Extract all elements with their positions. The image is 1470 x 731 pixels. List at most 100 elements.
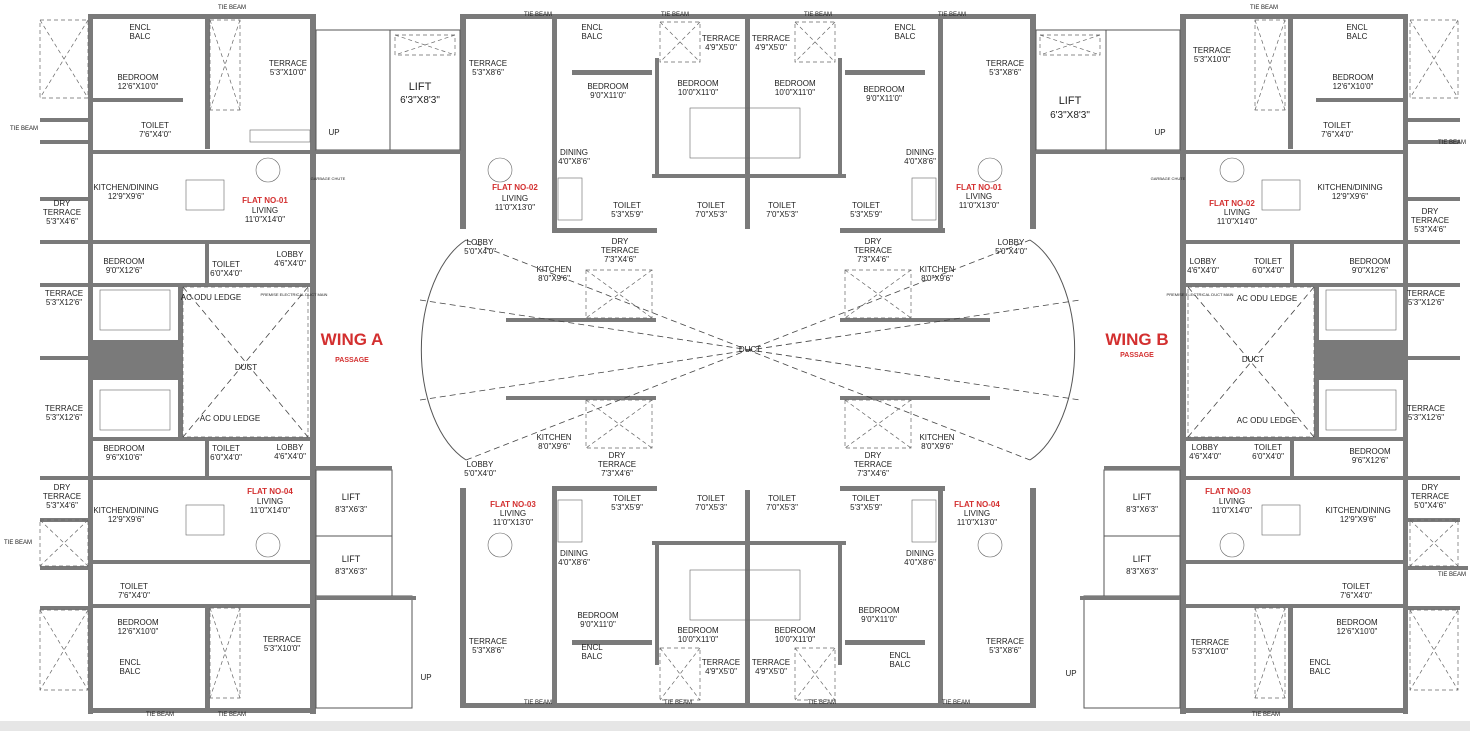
lift-b-label: LIFT [1059, 95, 1082, 107]
room-label-b-lobby2-1: 4'6"X4'0" [1189, 452, 1221, 461]
tie-beam-labels: TIE BEAM TIE BEAM TIE BEAM TIE BEAM TIE BEAM… [4, 5, 1466, 718]
room-label-b-living2-1: 11'0"X14'0" [1217, 217, 1257, 226]
tie-beam-label-12: TIE BEAM [524, 700, 552, 706]
room-label-c-toilet-d-1: 5'3"X5'9" [850, 210, 882, 219]
room-label-c-living4-0: LIVING [964, 509, 990, 518]
room-label-c-dry-d-2: 7'3"X4'6" [857, 469, 889, 478]
room-label-a-dry4-0: DRY [54, 483, 71, 492]
tie-beam-label-16: TIE BEAM [1252, 712, 1280, 718]
room-label-a-kd4-0: KITCHEN/DINING [93, 506, 158, 515]
up-a2: UP [420, 673, 431, 682]
room-label-a-flat1-0: FLAT NO-01 [242, 196, 288, 205]
room-label-b-bed4-1: 12'6"X10'0" [1337, 627, 1378, 636]
shaft-boxes [39, 19, 1459, 701]
room-label-c-terrace-bl-1: 5'3"X8'6" [472, 646, 504, 655]
room-label-b-bed-top-0: BEDROOM [1332, 73, 1374, 82]
room-label-b-lobby2-0: LOBBY [1192, 443, 1219, 452]
room-label-b-kd4-1: 12'9"X9'6" [1340, 515, 1376, 524]
room-label-a-toilet2-1: 6'0"X4'0" [210, 269, 242, 278]
room-label-c-toilet-a-0: TOILET [613, 201, 641, 210]
room-label-a-living1-1: 11'0"X14'0" [245, 215, 285, 224]
lift-a-label: LIFT [409, 81, 432, 93]
room-label-a-dry1-1: TERRACE [43, 208, 81, 217]
room-label-c-toilet-a-1: 5'3"X5'9" [611, 210, 643, 219]
room-label-c-bed-c-1: 10'0"X11'0" [775, 88, 815, 97]
tie-beam-label-2: TIE BEAM [661, 12, 689, 18]
room-label-b-dry4-2: 5'0"X4'6" [1414, 501, 1446, 510]
room-label-c-bed-d-0: BEDROOM [863, 85, 905, 94]
lift-a-size: 6'3"X8'3" [400, 95, 440, 106]
room-label-c-dry-c-2: 7'3"X4'6" [601, 469, 633, 478]
room-label-b-living3-1: 11'0"X14'0" [1212, 506, 1252, 515]
up-b2: UP [1065, 669, 1076, 678]
duct-center: DUCT [739, 345, 761, 354]
room-label-c-living1-1: 11'0"X13'0" [959, 201, 999, 210]
room-label-c-toilet-b-0: TOILET [697, 201, 725, 210]
tie-beam-label-11: TIE BEAM [218, 712, 246, 718]
room-label-c-terrace-bml-1: 4'9"X5'0" [705, 667, 737, 676]
room-label-b-bed2-1: 9'0"X12'6" [1352, 266, 1388, 275]
room-label-c-terrace-tr-1: 4'9"X5'0" [755, 43, 787, 52]
room-label-c-dry-d-1: TERRACE [854, 460, 892, 469]
room-label-c-lobby-c-1: 5'0"X4'0" [464, 469, 496, 478]
room-label-c-dry-a-1: TERRACE [601, 246, 639, 255]
room-label-c-bed-g-0: BEDROOM [774, 626, 816, 635]
room-label-c-terrace-bml-0: TERRACE [702, 658, 740, 667]
room-label-c-bed-f-0: BEDROOM [677, 626, 719, 635]
room-label-b-toilet2-1: 6'0"X4'0" [1252, 266, 1284, 275]
room-label-c-terrace-l-0: TERRACE [469, 59, 507, 68]
room-label-a-toilet3-1: 6'0"X4'0" [210, 453, 242, 462]
room-label-c-terrace-bmr-0: TERRACE [752, 658, 790, 667]
ac-ledge-b2: AC ODU LEDGE [1237, 416, 1297, 425]
room-label-a-encl4-1: BALC [120, 667, 141, 676]
room-label-c-dry-a-0: DRY [612, 237, 629, 246]
room-label-b-kd4-0: KITCHEN/DINING [1325, 506, 1390, 515]
room-label-c-terrace-tl-1: 4'9"X5'0" [705, 43, 737, 52]
room-label-b-toilet3-1: 6'0"X4'0" [1252, 452, 1284, 461]
core-labels: LIFT 6'3"X8'3" LIFT 6'3"X8'3" LIFT 8'3"X… [181, 81, 1297, 682]
room-label-b-encl-top-1: BALC [1347, 32, 1368, 41]
room-label-a-bed4-1: 12'6"X10'0" [118, 627, 159, 636]
room-label-a-dry4-2: 5'3"X4'6" [46, 501, 78, 510]
room-label-c-kit-b-1: 8'0"X9'6" [921, 274, 953, 283]
room-label-c-lobby-b-1: 5'0"X4'0" [995, 247, 1027, 256]
room-label-a-terrace4-0: TERRACE [263, 635, 301, 644]
room-label-c-bed-a-1: 9'0"X11'0" [590, 91, 626, 100]
room-label-a-bed2-1: 9'0"X12'6" [106, 266, 142, 275]
room-label-a-bed-top-0: BEDROOM [117, 73, 159, 82]
room-label-a-bed-top-1: 12'6"X10'0" [118, 82, 159, 91]
room-label-c-dry-b-0: DRY [865, 237, 882, 246]
room-label-a-bed2-0: BEDROOM [103, 257, 145, 266]
room-label-b-bed3-0: BEDROOM [1349, 447, 1391, 456]
room-label-c-kit-a-1: 8'0"X9'6" [538, 274, 570, 283]
room-label-b-flat3-0: FLAT NO-03 [1205, 487, 1251, 496]
room-label-b-encl4-0: ENCL [1309, 658, 1331, 667]
room-label-c-toilet-h-0: TOILET [852, 494, 880, 503]
room-label-c-dry-c-0: DRY [609, 451, 626, 460]
room-label-c-lobby-a-1: 5'0"X4'0" [464, 247, 496, 256]
room-label-c-terrace-bl-0: TERRACE [469, 637, 507, 646]
room-label-a-terrace3-1: 5'3"X12'6" [46, 413, 82, 422]
room-label-b-dry4-1: TERRACE [1411, 492, 1449, 501]
room-label-a-lobby2-1: 4'6"X4'0" [274, 452, 306, 461]
up-a1: UP [328, 128, 339, 137]
room-label-c-encl-bl-0: ENCL [581, 643, 603, 652]
room-label-a-toilet-top-0: TOILET [141, 121, 169, 130]
room-label-c-bed-b-1: 10'0"X11'0" [678, 88, 718, 97]
room-label-b-dry1-2: 5'3"X4'6" [1414, 225, 1446, 234]
room-label-c-dining-b-1: 4'0"X8'6" [904, 157, 936, 166]
room-label-c-dining-a-0: DINING [560, 148, 588, 157]
room-labels: ENCLBALCBEDROOM12'6"X10'0"TERRACE5'3"X10… [43, 23, 1449, 676]
room-label-b-terrace-top-1: 5'3"X10'0" [1194, 55, 1230, 64]
room-label-b-living3-0: LIVING [1219, 497, 1245, 506]
room-label-c-encl-l-0: ENCL [581, 23, 603, 32]
room-label-a-kd4-1: 12'9"X9'6" [108, 515, 144, 524]
garbage-chute-a: GARBAGE CHUTE [311, 176, 346, 181]
room-label-c-terrace-bmr-1: 4'9"X5'0" [755, 667, 787, 676]
tie-beam-label-0: TIE BEAM [218, 5, 246, 11]
room-label-b-terrace3-0: TERRACE [1407, 404, 1445, 413]
room-label-a-kd-1-0: KITCHEN/DINING [93, 183, 158, 192]
duct-a: DUCT [235, 363, 257, 372]
lift-b2-label: LIFT [1133, 492, 1152, 502]
room-label-b-toilet4-1: 7'6"X4'0" [1340, 591, 1372, 600]
